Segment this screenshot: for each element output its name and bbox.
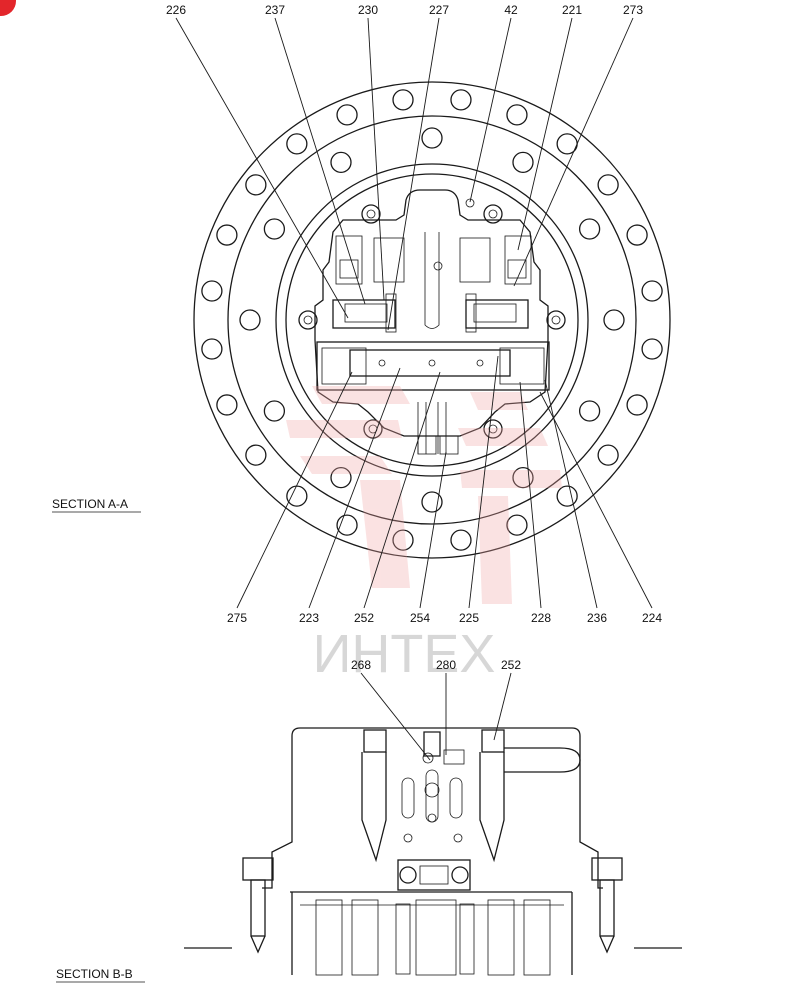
callout-labels: 226 237 230 227 42 221 273 275 223 252 254 225 228 23…	[166, 3, 662, 672]
bolt-hole	[263, 218, 286, 240]
leader-line	[419, 451, 447, 609]
callout-225: 225	[459, 611, 479, 625]
bolt-hole	[330, 151, 352, 174]
leader-line	[493, 672, 512, 741]
leader-line	[468, 355, 499, 609]
section-b-drawing	[184, 727, 682, 976]
callout-leaders	[175, 17, 653, 761]
bolt-hole	[392, 89, 414, 111]
bolt-hole	[512, 151, 534, 174]
bolt-hole	[216, 394, 238, 416]
callout-221: 221	[562, 3, 582, 17]
bolt-hole	[641, 280, 663, 302]
outer-bolt-holes	[201, 89, 663, 551]
bolt-hole	[336, 104, 358, 126]
callout-42: 42	[504, 3, 518, 17]
callout-275: 275	[227, 611, 247, 625]
bolt-hole	[603, 309, 625, 331]
callout-223: 223	[299, 611, 319, 625]
callout-230: 230	[358, 3, 378, 17]
bolt-hole	[286, 133, 308, 155]
bolt-hole	[286, 485, 308, 507]
bolt-hole	[239, 309, 261, 331]
bolt-hole	[201, 280, 223, 302]
bolt-hole	[245, 444, 267, 466]
bolt-hole	[201, 338, 223, 360]
bolt-hole	[216, 224, 238, 246]
bolt-hole	[421, 127, 443, 149]
leader-line	[367, 17, 385, 301]
bolt-hole	[641, 338, 663, 360]
bolt-hole	[450, 89, 472, 111]
callout-237: 237	[265, 3, 285, 17]
leader-line	[387, 17, 440, 331]
bolt-hole	[597, 174, 619, 196]
callout-226: 226	[166, 3, 186, 17]
inner-bolt-holes	[239, 127, 625, 513]
leader-line	[175, 17, 349, 319]
leader-line	[513, 17, 634, 287]
leader-line	[519, 381, 542, 609]
bolt-hole	[512, 466, 534, 489]
bolt-hole	[597, 444, 619, 466]
leader-line	[308, 367, 401, 609]
leader-line	[274, 17, 366, 305]
bolt-hole	[626, 224, 648, 246]
leader-line	[360, 672, 431, 761]
callout-273: 273	[623, 3, 643, 17]
callout-227: 227	[429, 3, 449, 17]
bolt-hole	[578, 400, 601, 422]
leader-line	[517, 17, 573, 251]
leader-line	[363, 371, 441, 609]
callout-224: 224	[642, 611, 662, 625]
leader-line	[236, 371, 353, 609]
section-a-label: SECTION A-A	[52, 497, 128, 511]
leader-line	[544, 379, 598, 609]
bolt-hole	[245, 174, 267, 196]
section-a-drawing	[193, 81, 671, 559]
leader-line	[469, 17, 512, 203]
bolt-hole	[506, 514, 528, 536]
callout-268: 268	[351, 658, 371, 672]
bolt-hole	[421, 491, 443, 513]
bolt-hole	[506, 104, 528, 126]
callout-280: 280	[436, 658, 456, 672]
leader-line	[539, 391, 653, 609]
bolt-hole	[556, 485, 578, 507]
bolt-hole	[263, 400, 286, 422]
bolt-hole	[336, 514, 358, 536]
watermark-logo	[286, 386, 562, 604]
bolt-hole	[330, 466, 352, 489]
bolt-hole	[450, 529, 472, 551]
section-b-label: SECTION B-B	[56, 967, 133, 981]
callout-252: 252	[501, 658, 521, 672]
callout-228: 228	[531, 611, 551, 625]
bolt-hole	[578, 218, 601, 240]
bolt-hole	[626, 394, 648, 416]
callout-254: 254	[410, 611, 430, 625]
watermark: ИНТЕХ	[286, 386, 562, 684]
callout-252: 252	[354, 611, 374, 625]
watermark-text: ИНТЕХ	[313, 624, 496, 684]
callout-236: 236	[587, 611, 607, 625]
bolt-hole	[392, 529, 414, 551]
